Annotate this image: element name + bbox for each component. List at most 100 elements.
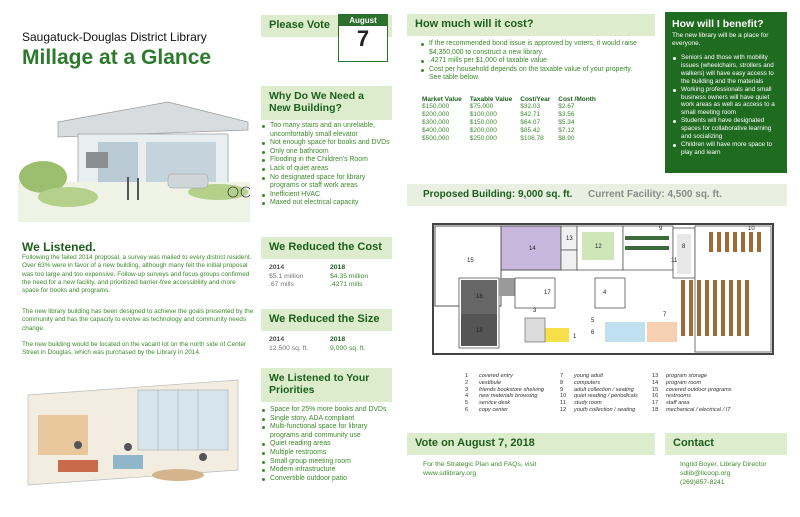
website-link[interactable]: www.sdlibrary.org bbox=[423, 470, 477, 477]
list-item: Modern infrastructure bbox=[261, 466, 393, 475]
plan-label-7: 7 bbox=[663, 312, 667, 318]
table-header-row: Market Value Taxable Value Cost/Year Cos… bbox=[422, 96, 604, 103]
list-item: Inefficient HVAC bbox=[261, 191, 391, 200]
list-item: Only one bathroom bbox=[261, 148, 391, 157]
table-row: $400,000$200,000$85.42$7.12 bbox=[422, 127, 575, 134]
plan-label-12: 12 bbox=[595, 244, 602, 250]
list-item: Cost per household depends on the taxabl… bbox=[420, 66, 645, 83]
priorities-header: We Listened to Your Priorities bbox=[261, 368, 392, 402]
priorities-list: Space for 25% more books and DVDs Single… bbox=[261, 406, 393, 483]
page-title: Millage at a Glance bbox=[22, 46, 212, 69]
listened-p3: The new building would be located on the… bbox=[22, 341, 247, 357]
contact-phone[interactable]: (269)857-8241 bbox=[680, 479, 725, 486]
plan-label-8: 8 bbox=[682, 244, 686, 250]
why-list: Too many stairs and an unreliable, uncom… bbox=[261, 122, 391, 208]
contact-info: Ingrid Boyer, Library Director sdlib@llc… bbox=[680, 460, 767, 487]
list-item: If the recommended bond issue is approve… bbox=[420, 40, 645, 57]
howmuch-header: How much will it cost? bbox=[407, 14, 655, 36]
cost-header: We Reduced the Cost bbox=[261, 237, 392, 259]
plan-label-10: 10 bbox=[748, 226, 755, 232]
cost-table: Market Value Taxable Value Cost/Year Cos… bbox=[422, 96, 604, 143]
list-item: Students will have designated spaces for… bbox=[672, 117, 780, 141]
org-name: Saugatuck-Douglas District Library bbox=[22, 30, 207, 44]
plan-label-13: 13 bbox=[566, 236, 573, 242]
benefit-list: Seniors and those with mobility issues (… bbox=[672, 54, 780, 157]
floorplan-banner bbox=[407, 184, 787, 206]
plan-label-18: 18 bbox=[476, 328, 483, 334]
list-item: No designated space for library programs… bbox=[261, 174, 391, 191]
list-item: Multi-functional space for library progr… bbox=[261, 423, 393, 440]
plan-label-11: 11 bbox=[671, 258, 678, 264]
howmuch-list: If the recommended bond issue is approve… bbox=[420, 40, 645, 83]
calendar: August 7 bbox=[338, 14, 388, 62]
floor-plan: 15 14 13 12 9 8 10 17 16 18 3 4 1 5 6 7 … bbox=[432, 223, 774, 355]
cost-2018: 2018 $4.35 million .4271 mills bbox=[330, 264, 369, 288]
contact-name: Ingrid Boyer, Library Director bbox=[680, 461, 767, 468]
listened-p1: Following the failed 2014 proposal, a su… bbox=[22, 254, 252, 295]
size-2014: 2014 12,500 sq. ft. bbox=[269, 336, 309, 352]
interior-illustration bbox=[18, 375, 250, 503]
benefit-heading: How will I benefit? bbox=[672, 18, 764, 30]
table-row: $200,000$100,000$42.71$3.56 bbox=[422, 111, 575, 118]
list-item: Maxed out electrical capacity bbox=[261, 199, 391, 208]
voteon-header: Vote on August 7, 2018 bbox=[407, 433, 655, 455]
table-row: $500,000$250,000$106.78$8.90 bbox=[422, 135, 575, 142]
list-item: Too many stairs and an unreliable, uncom… bbox=[261, 122, 391, 139]
table-row: $150,000$75,000$32.03$2.67 bbox=[422, 103, 575, 110]
list-item: Not enough space for books and DVDs bbox=[261, 139, 391, 148]
benefit-box: How will I benefit? The new library will… bbox=[665, 12, 787, 173]
listened-heading: We Listened. bbox=[22, 240, 96, 254]
cost-2014: 2014 $5.1 million .67 mills bbox=[269, 264, 304, 288]
contact-email[interactable]: sdlib@llcoop.org bbox=[680, 470, 731, 477]
contact-header: Contact bbox=[665, 433, 787, 455]
plan-label-5: 5 bbox=[591, 318, 595, 324]
list-item: Quiet reading areas bbox=[261, 440, 393, 449]
building-illustration bbox=[18, 82, 250, 222]
col-taxable: Taxable Value bbox=[469, 96, 513, 103]
plan-label-15: 15 bbox=[467, 258, 474, 264]
list-item: Single story, ADA compliant bbox=[261, 415, 393, 424]
listened-p2: The new library building has been design… bbox=[22, 308, 254, 332]
why-header: Why Do We Need a New Building? bbox=[261, 86, 392, 120]
list-item: .4271 mills per $1,000 of taxable value bbox=[420, 57, 645, 66]
current-size: Current Facility: 4,500 sq. ft. bbox=[588, 189, 722, 200]
plan-label-17: 17 bbox=[544, 290, 551, 296]
list-item: Small group meeting room bbox=[261, 458, 393, 467]
benefit-intro: The new library will be a place for ever… bbox=[672, 32, 769, 47]
plan-label-3: 3 bbox=[533, 308, 537, 314]
list-item: Convertible outdoor patio bbox=[261, 475, 393, 484]
list-item: Space for 25% more books and DVDs bbox=[261, 406, 393, 415]
plan-label-4: 4 bbox=[603, 290, 607, 296]
list-item: Flooding in the Children's Room bbox=[261, 156, 391, 165]
plan-label-16: 16 bbox=[476, 294, 483, 300]
plan-label-9: 9 bbox=[659, 226, 663, 232]
calendar-month: August bbox=[339, 15, 387, 26]
proposed-size: Proposed Building: 9,000 sq. ft. bbox=[423, 189, 573, 200]
size-2018: 2018 9,000 sq. ft. bbox=[330, 336, 366, 352]
plan-label-14: 14 bbox=[529, 246, 536, 252]
voteon-text: For the Strategic Plan and FAQs, visit w… bbox=[423, 461, 537, 477]
table-row: $300,000$150,000$64.07$5.34 bbox=[422, 119, 575, 126]
list-item: Children will have more space to play an… bbox=[672, 141, 780, 157]
col-cost-month: Cost /Month bbox=[558, 96, 596, 103]
size-header: We Reduced the Size bbox=[261, 309, 392, 331]
